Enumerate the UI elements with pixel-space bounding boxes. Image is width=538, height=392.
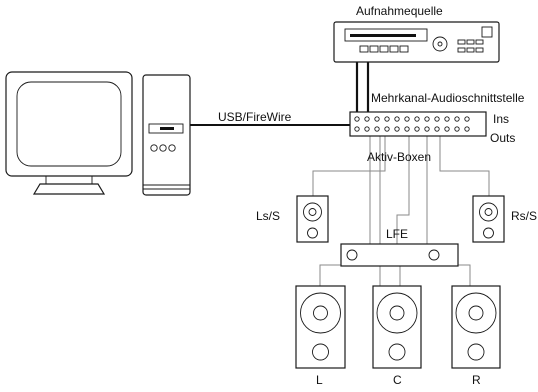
input-jack <box>414 116 420 122</box>
speaker-lfe <box>340 243 459 267</box>
input-jack <box>354 116 360 122</box>
label-usb-firewire: USB/FireWire <box>218 110 292 124</box>
monitor-neck <box>45 176 93 185</box>
output-jack <box>444 126 450 132</box>
tower-bay <box>148 123 184 134</box>
speaker-l <box>295 285 346 369</box>
input-jack <box>384 116 390 122</box>
deck-knob-center <box>437 41 443 47</box>
computer-tower <box>142 74 191 196</box>
input-jack <box>424 116 430 122</box>
deck-display <box>344 28 428 42</box>
out-to-ls <box>312 134 386 196</box>
output-jack <box>394 126 400 132</box>
computer-monitor <box>5 71 133 195</box>
label-ins: Ins <box>493 112 509 126</box>
label-c: C <box>393 373 402 387</box>
output-jack <box>384 126 390 132</box>
monitor-stand <box>32 183 106 195</box>
monitor-bezel <box>5 71 133 177</box>
label-rs: Rs/S <box>511 209 537 223</box>
label-active-speakers: Aktiv-Boxen <box>367 150 431 164</box>
label-outs: Outs <box>490 131 515 145</box>
recording-source-device <box>333 21 500 63</box>
deck-transport-buttons <box>359 45 409 53</box>
tower-button-3 <box>168 144 176 152</box>
input-jack <box>364 116 370 122</box>
output-jack <box>354 126 360 132</box>
output-jack <box>454 126 460 132</box>
input-jack <box>404 116 410 122</box>
tower-case <box>142 74 191 196</box>
label-l: L <box>316 373 323 387</box>
tower-button-2 <box>159 144 167 152</box>
input-jack <box>464 116 470 122</box>
output-jack <box>374 126 380 132</box>
label-multichannel-interface: Mehrkanal-Audioschnittstelle <box>371 91 525 105</box>
input-jack <box>454 116 460 122</box>
label-recording-source: Aufnahmequelle <box>356 4 443 18</box>
input-jack <box>374 116 380 122</box>
audio-interface <box>349 111 487 137</box>
monitor-screen <box>16 81 122 167</box>
output-jack <box>464 126 470 132</box>
output-jack <box>404 126 410 132</box>
speaker-c <box>372 285 422 369</box>
deck-knob <box>432 36 448 52</box>
tower-button-1 <box>150 144 158 152</box>
input-jack <box>434 116 440 122</box>
out-to-rs <box>439 134 490 196</box>
deck-small-buttons <box>457 39 484 53</box>
label-ls: Ls/S <box>256 209 280 223</box>
deck-display-inner <box>350 34 416 37</box>
interface-case <box>349 111 487 137</box>
output-jack <box>364 126 370 132</box>
input-jack <box>444 116 450 122</box>
output-jack <box>434 126 440 132</box>
interface-input-jacks <box>354 116 470 122</box>
speaker-r <box>451 285 501 369</box>
deck-power-button <box>481 26 493 38</box>
interface-output-jacks <box>354 126 470 132</box>
output-jack <box>424 126 430 132</box>
speaker-rs <box>472 195 505 243</box>
label-r: R <box>472 373 481 387</box>
output-jack <box>414 126 420 132</box>
speaker-ls <box>296 195 329 243</box>
tower-drive-slot <box>160 127 174 130</box>
out-to-lfe <box>396 134 410 244</box>
label-lfe: LFE <box>386 227 408 241</box>
input-jack <box>394 116 400 122</box>
